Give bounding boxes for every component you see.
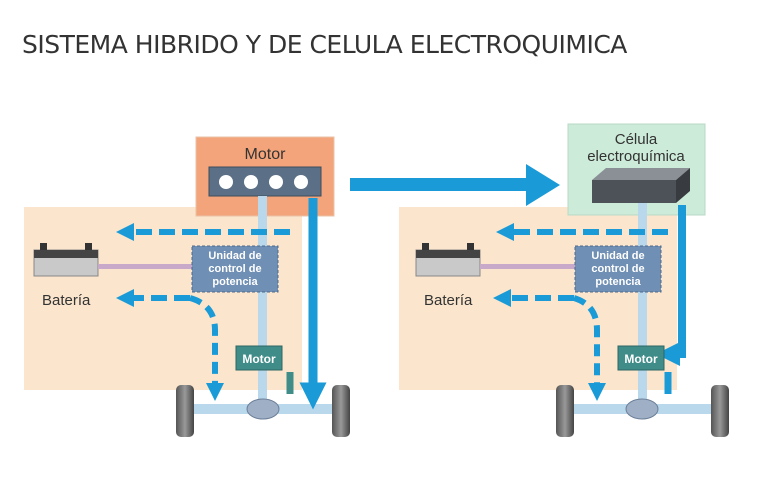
engine-label: Motor: [245, 146, 287, 163]
dashed-arrow-to-wheels: [572, 295, 606, 401]
electric-motor: Motor: [617, 345, 665, 371]
fuel-cell-label-line2: electroquímica: [587, 148, 685, 165]
fuel-cell-block: Célula electroquímica: [567, 123, 706, 216]
power-control-unit: Unidad de control de potencia: [574, 245, 662, 293]
differential-icon: [246, 398, 280, 420]
control-unit-line1: Unidad de: [591, 250, 644, 262]
battery-cable: [98, 264, 193, 269]
transition-arrow: [350, 164, 560, 206]
control-unit-line3: potencia: [212, 276, 258, 288]
drive-shaft: [258, 196, 267, 408]
dashed-arrow-to-wheels: [189, 295, 224, 401]
power-control-unit: Unidad de control de potencia: [191, 245, 279, 293]
fuel-cell-icon: [592, 168, 690, 203]
hybrid-system: Motor Batería: [24, 136, 350, 437]
battery-icon: [415, 243, 481, 277]
drive-shaft: [638, 203, 647, 408]
battery-icon: [33, 243, 99, 277]
control-unit-line3: potencia: [595, 276, 641, 288]
wheel-icon: [332, 385, 350, 437]
battery-label: Batería: [424, 292, 473, 309]
motor-label: Motor: [242, 352, 276, 366]
diagram-title: SISTEMA HIBRIDO Y DE CELULA ELECTROQUIMI…: [22, 30, 627, 59]
control-unit-line2: control de: [591, 263, 644, 275]
electric-motor: Motor: [235, 345, 283, 371]
wheel-icon: [176, 385, 194, 437]
battery-label: Batería: [42, 292, 91, 309]
wheel-icon: [556, 385, 574, 437]
battery-cable: [480, 264, 575, 269]
fuel-cell-label-line1: Célula: [615, 131, 658, 148]
fuel-cell-system: Célula electroquímica Batería: [399, 123, 729, 437]
control-unit-line2: control de: [208, 263, 261, 275]
wheel-icon: [711, 385, 729, 437]
motor-label: Motor: [624, 352, 658, 366]
control-unit-line1: Unidad de: [208, 250, 261, 262]
engine-cylinders-icon: [208, 166, 322, 197]
differential-icon: [625, 398, 659, 420]
fuel-cell-output-arrow: [656, 205, 686, 366]
